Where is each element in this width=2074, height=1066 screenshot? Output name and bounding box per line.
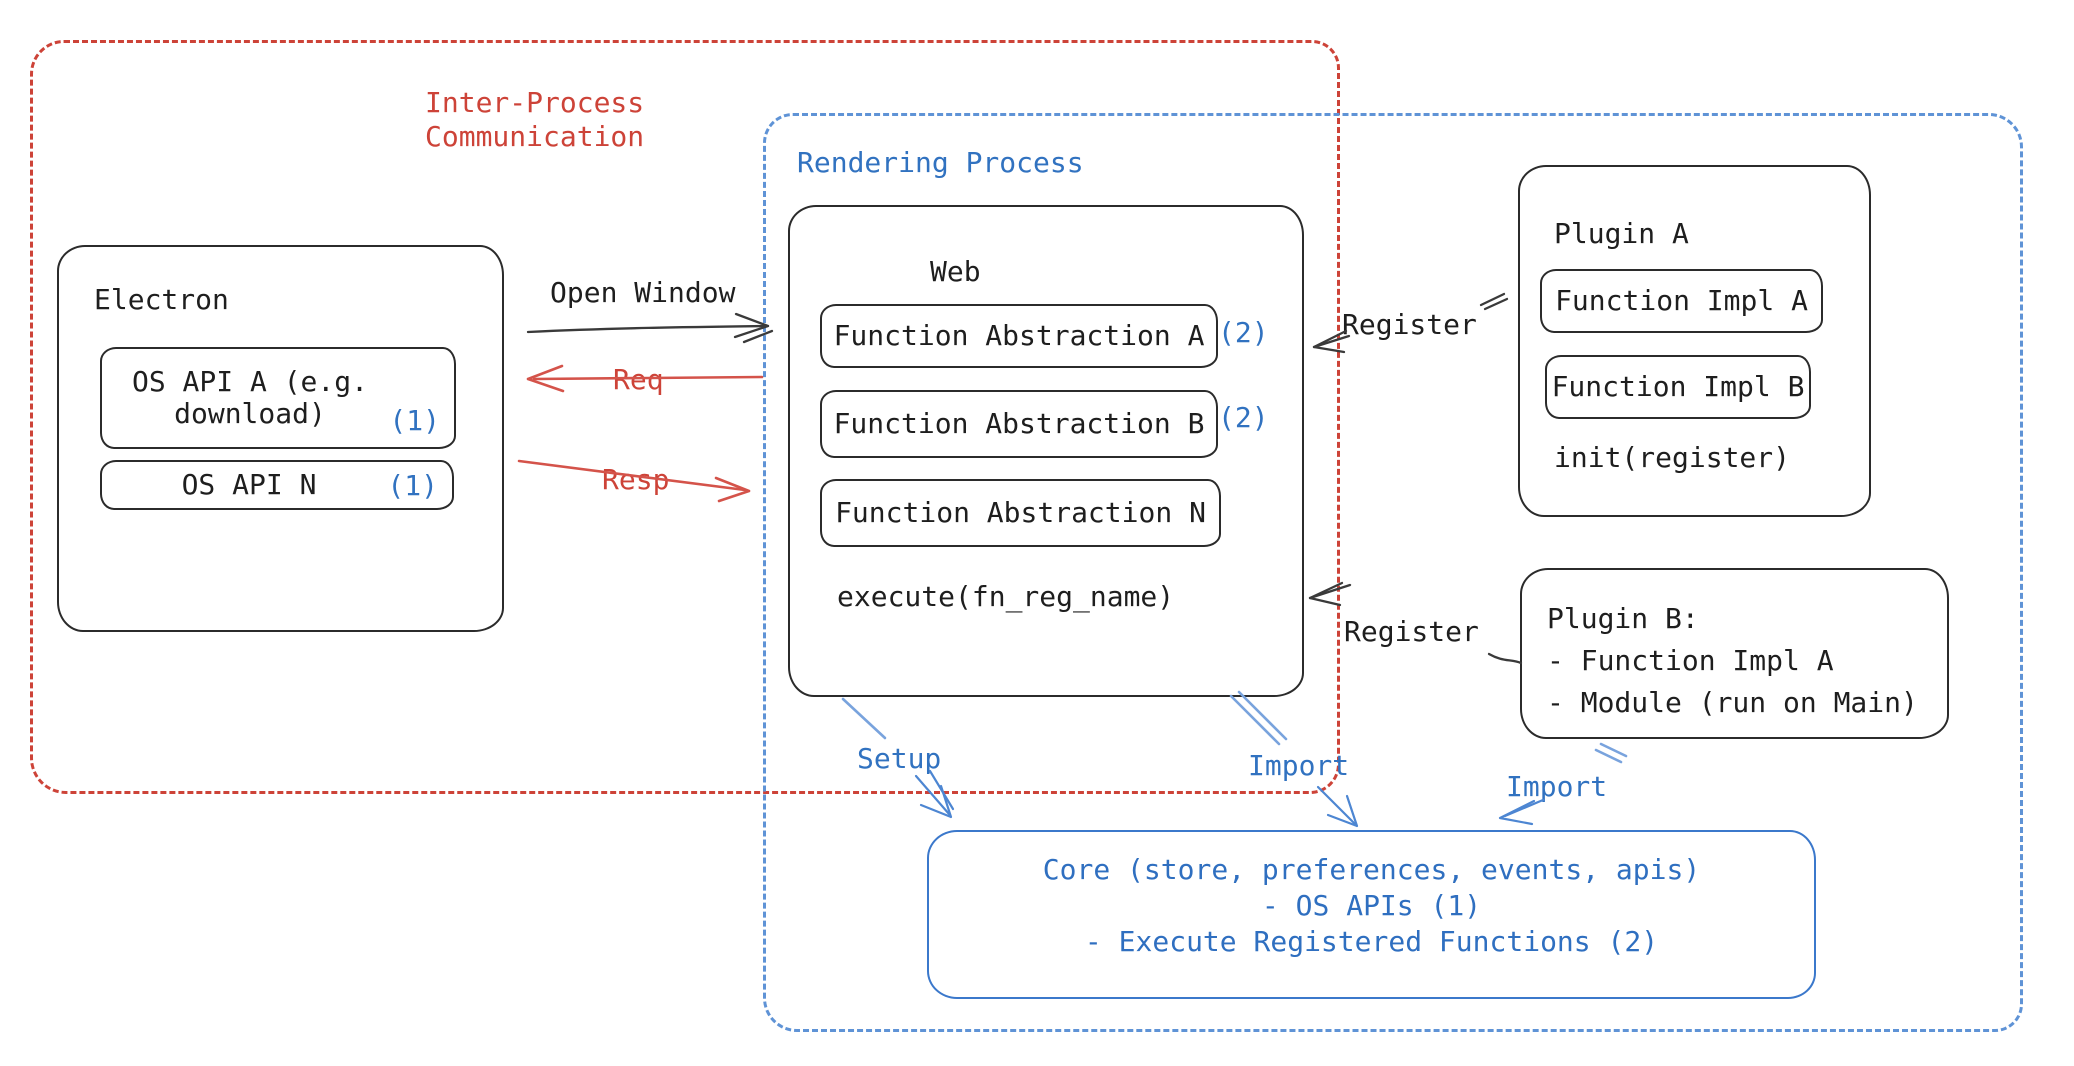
os-api-n-ref-badge: (1) (387, 469, 438, 502)
execute-note: execute(fn_reg_name) (837, 580, 1175, 613)
setup-label: Setup (857, 742, 942, 775)
function-abstraction-a-ref-badge: (2) (1218, 316, 1269, 349)
ipc-frame (30, 40, 1340, 794)
import-plugin-label: Import (1506, 770, 1608, 803)
ipc-frame-label-line2: Communication (425, 119, 645, 153)
plugin-b-item-module: - Module (run on Main) (1547, 686, 1918, 719)
plugin-a-title: Plugin A (1554, 217, 1689, 250)
plugin-b-box: Plugin B: - Function Impl A - Module (ru… (1520, 568, 1949, 739)
os-api-a-label-line1: OS API A (e.g. (131, 364, 368, 398)
ipc-frame-label-line1: Inter-Process (425, 86, 645, 119)
function-abstraction-a-box: Function Abstraction A (820, 304, 1218, 368)
open-window-label: Open Window (550, 276, 736, 309)
plugin-a-box: Plugin A Function Impl A Function Impl B… (1518, 165, 1871, 517)
core-title: Core (store, preferences, events, apis) (1042, 853, 1701, 886)
os-api-n-box: OS API N (1) (100, 460, 454, 510)
register-bottom-label: Register (1344, 615, 1479, 648)
function-impl-a-box: Function Impl A (1540, 269, 1823, 333)
resp-label: Resp (596, 463, 676, 497)
plugin-b-item-function-impl-a: - Function Impl A (1547, 644, 1834, 677)
os-api-a-label-line2: download) (174, 397, 326, 430)
electron-title: Electron (94, 283, 229, 316)
function-impl-a-label: Function Impl A (1555, 283, 1808, 317)
function-abstraction-n-box: Function Abstraction N (820, 479, 1221, 547)
rendering-process-frame (763, 113, 2023, 1032)
os-api-n-label: OS API N (181, 467, 317, 501)
web-box: Web Function Abstraction A Function Abst… (788, 205, 1304, 697)
rendering-process-label: Rendering Process (797, 146, 1084, 179)
electron-box: Electron OS API A (e.g. download) (1) OS… (57, 245, 504, 632)
core-item-os-apis: - OS APIs (1) (1261, 889, 1482, 922)
function-abstraction-a-label: Function Abstraction A (833, 318, 1205, 352)
plugin-b-title: Plugin B: (1547, 602, 1699, 635)
os-api-a-box: OS API A (e.g. download) (1) (100, 347, 456, 449)
req-label: Req (607, 363, 670, 397)
register-top-label: Register (1342, 308, 1477, 341)
os-api-a-ref-badge: (1) (389, 404, 440, 437)
web-title: Web (930, 255, 981, 288)
function-abstraction-b-label: Function Abstraction B (833, 406, 1205, 440)
function-abstraction-b-box: Function Abstraction B (820, 390, 1218, 458)
ipc-frame-label: Inter-Process Communication (425, 86, 644, 153)
function-impl-b-label: Function Impl B (1551, 369, 1805, 403)
core-item-execute-registered-functions: - Execute Registered Functions (2) (1084, 925, 1659, 958)
function-impl-b-box: Function Impl B (1545, 355, 1811, 419)
import-web-label: Import (1248, 749, 1350, 782)
function-abstraction-b-ref-badge: (2) (1218, 401, 1269, 434)
core-box: Core (store, preferences, events, apis) … (927, 830, 1816, 999)
function-abstraction-n-label: Function Abstraction N (835, 495, 1206, 529)
plugin-a-init-note: init(register) (1554, 441, 1791, 474)
